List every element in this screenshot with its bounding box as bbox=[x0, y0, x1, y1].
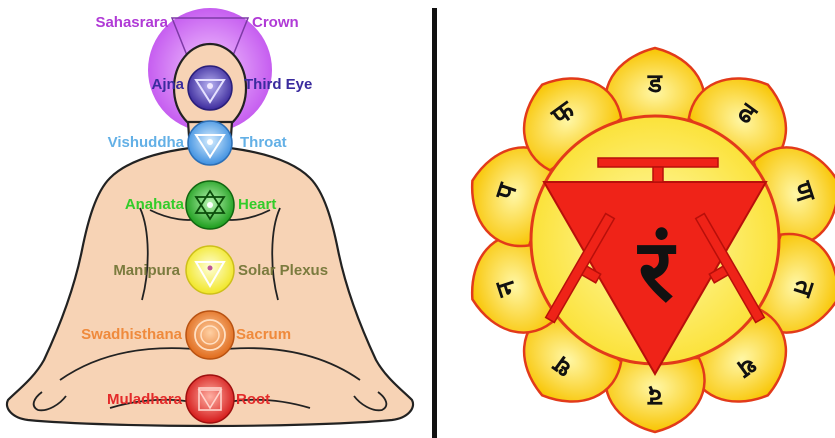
anahata-label: Anahata bbox=[125, 196, 185, 213]
third-eye-label: Third Eye bbox=[244, 76, 312, 93]
anahata-chakra-icon bbox=[186, 181, 234, 229]
vishuddha-chakra-icon bbox=[188, 121, 232, 165]
solar-plexus-label: Solar Plexus bbox=[238, 262, 328, 279]
manipura-chakra-icon bbox=[186, 246, 234, 294]
root-label: Root bbox=[236, 391, 270, 408]
manipura-label: Manipura bbox=[113, 262, 180, 279]
sahasrara-label: Sahasrara bbox=[95, 14, 168, 31]
swadhisthana-label: Swadhisthana bbox=[81, 326, 183, 343]
ajna-chakra-icon bbox=[188, 66, 232, 110]
ajna-label: Ajna bbox=[151, 76, 184, 93]
petal-letter: ड bbox=[647, 69, 663, 99]
petal-letter: द bbox=[647, 381, 663, 411]
sacrum-label: Sacrum bbox=[236, 326, 291, 343]
panel-divider bbox=[432, 8, 437, 438]
bija-mantra: रं bbox=[636, 221, 676, 321]
muladhara-label: Muladhara bbox=[107, 391, 183, 408]
meditating-figure-panel: Sahasrara Crown Ajna Third Eye Vishuddha… bbox=[7, 8, 413, 426]
heart-label: Heart bbox=[238, 196, 276, 213]
throat-label: Throat bbox=[240, 134, 287, 151]
crown-label: Crown bbox=[252, 14, 299, 31]
muladhara-chakra-icon bbox=[186, 375, 234, 423]
swadhisthana-chakra-icon bbox=[186, 311, 234, 359]
vishuddha-label: Vishuddha bbox=[108, 134, 185, 151]
